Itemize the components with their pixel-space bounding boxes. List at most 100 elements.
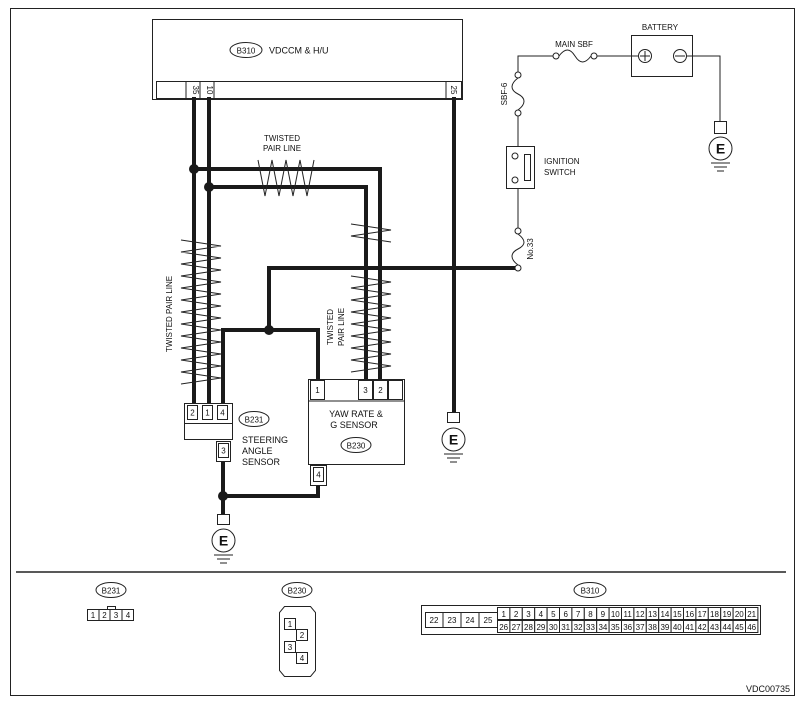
steering-pin-3: 3 (221, 447, 226, 456)
b310-pin: 22 (430, 616, 439, 625)
figure-code: VDC00735 (746, 684, 790, 694)
ground-label: E (716, 141, 725, 157)
b310-pin: 40 (673, 623, 682, 632)
b310-pin: 4 (539, 610, 544, 619)
b310-pin: 19 (722, 610, 731, 619)
connector-b231: B231 1 2 3 4 (87, 582, 134, 621)
b310-pin: 44 (722, 623, 731, 632)
b310-pin: 5 (551, 610, 556, 619)
b310-pin: 27 (512, 623, 521, 632)
vdccm-pin-25: 25 (449, 86, 458, 95)
b231-pin: 4 (126, 611, 131, 620)
b310-pin: 1 (501, 610, 506, 619)
yaw-label-1: YAW RATE & (329, 409, 383, 419)
ground-battery: E (708, 121, 733, 172)
twisted-pair-right (350, 223, 392, 373)
outer-frame (10, 8, 795, 696)
b310-pin: 25 (484, 616, 493, 625)
junction-dot (264, 325, 274, 335)
b310-pin: 29 (536, 623, 545, 632)
b310-pin: 7 (576, 610, 581, 619)
b230-pin: 3 (288, 643, 293, 652)
ground-label: E (449, 432, 458, 448)
connector-b231-tag: B231 (102, 587, 121, 596)
ground-bottom: E (211, 514, 236, 564)
b310-pin: 43 (710, 623, 719, 632)
fuse33-label: No.33 (526, 238, 535, 260)
twisted-top-label-1: TWISTED (264, 134, 300, 143)
b310-pin: 3 (526, 610, 531, 619)
b310-pin-cell (745, 607, 759, 620)
ignition-label-2: SWITCH (544, 168, 576, 177)
steering-angle-sensor: 2 1 4 3 B231 STEERING ANGLE SENSOR (184, 403, 288, 467)
b310-pin: 46 (747, 623, 756, 632)
b310-pin: 17 (698, 610, 707, 619)
junction-dot (218, 491, 228, 501)
b310-pin: 34 (598, 623, 607, 632)
b231-pin: 1 (91, 611, 96, 620)
main-sbf-label: MAIN SBF (555, 40, 593, 49)
steering-pin-4: 4 (220, 409, 225, 418)
twisted-right-label-2: PAIR LINE (337, 308, 346, 346)
twisted-left-label: TWISTED PAIR LINE (165, 276, 174, 352)
yaw-pin-2: 2 (378, 386, 383, 395)
vdccm-pin-35: 35 (191, 86, 200, 95)
yaw-pin-4: 4 (316, 471, 321, 480)
yaw-rate-sensor: 1 3 2 YAW RATE & G SENSOR B230 4 (308, 379, 405, 486)
ground-label: E (219, 533, 228, 549)
yaw-pin-1: 1 (315, 386, 320, 395)
b310-pin: 14 (660, 610, 669, 619)
b310-pin: 30 (549, 623, 558, 632)
b310-pin: 24 (466, 616, 475, 625)
battery-label: BATTERY (642, 23, 679, 32)
steering-label-2: ANGLE (242, 446, 273, 456)
b310-pin: 6 (563, 610, 568, 619)
yaw-label-2: G SENSOR (330, 420, 378, 430)
b310-pin: 31 (561, 623, 570, 632)
b310-pin: 15 (673, 610, 682, 619)
junction-dot (189, 164, 199, 174)
b310-pin: 38 (648, 623, 657, 632)
b231-pin: 3 (114, 611, 119, 620)
ignition-label-1: IGNITION (544, 157, 580, 166)
b310-pin: 28 (524, 623, 533, 632)
b230-pin: 2 (300, 631, 305, 640)
power-supply: BATTERY MAIN SBF SBF-6 IGNITION SWITCH (500, 23, 721, 272)
yaw-tag: B230 (347, 442, 366, 451)
vdccm-tag-badge (229, 42, 263, 58)
b310-pin: 42 (698, 623, 707, 632)
wires (192, 97, 520, 516)
steering-label-3: SENSOR (242, 457, 281, 467)
b230-pin: 1 (288, 620, 293, 629)
b310-pin: 33 (586, 623, 595, 632)
steering-label-1: STEERING (242, 435, 288, 445)
b310-pin-cell (745, 620, 759, 633)
b310-pin: 8 (588, 610, 593, 619)
b310-pin: 10 (611, 610, 620, 619)
vdccm-module: B310 VDCCM & H/U 35 10 25 (152, 19, 463, 100)
b310-pin: 36 (623, 623, 632, 632)
twisted-right-label-1: TWISTED (326, 309, 335, 345)
b310-pin: 13 (648, 610, 657, 619)
b310-pin: 21 (747, 610, 756, 619)
b310-pin: 41 (685, 623, 694, 632)
connector-b230-tag: B230 (288, 587, 307, 596)
b310-pin: 9 (601, 610, 606, 619)
vdccm-pin-10: 10 (205, 86, 214, 95)
twisted-top-label-2: PAIR LINE (263, 144, 301, 153)
b310-pin: 32 (574, 623, 583, 632)
b310-pin: 35 (611, 623, 620, 632)
junction-dot (204, 182, 214, 192)
b310-pin: 11 (624, 610, 633, 619)
connector-b230: B230 1 2 3 4 (279, 582, 316, 677)
steering-pin-2: 2 (190, 409, 195, 418)
b310-pin: 2 (514, 610, 519, 619)
b230-pin: 4 (300, 654, 305, 663)
steering-pin-1: 1 (205, 409, 210, 418)
steering-tag: B231 (245, 416, 264, 425)
b310-pin: 12 (636, 610, 645, 619)
sbf6-label: SBF-6 (500, 82, 509, 105)
b310-pin: 18 (710, 610, 719, 619)
